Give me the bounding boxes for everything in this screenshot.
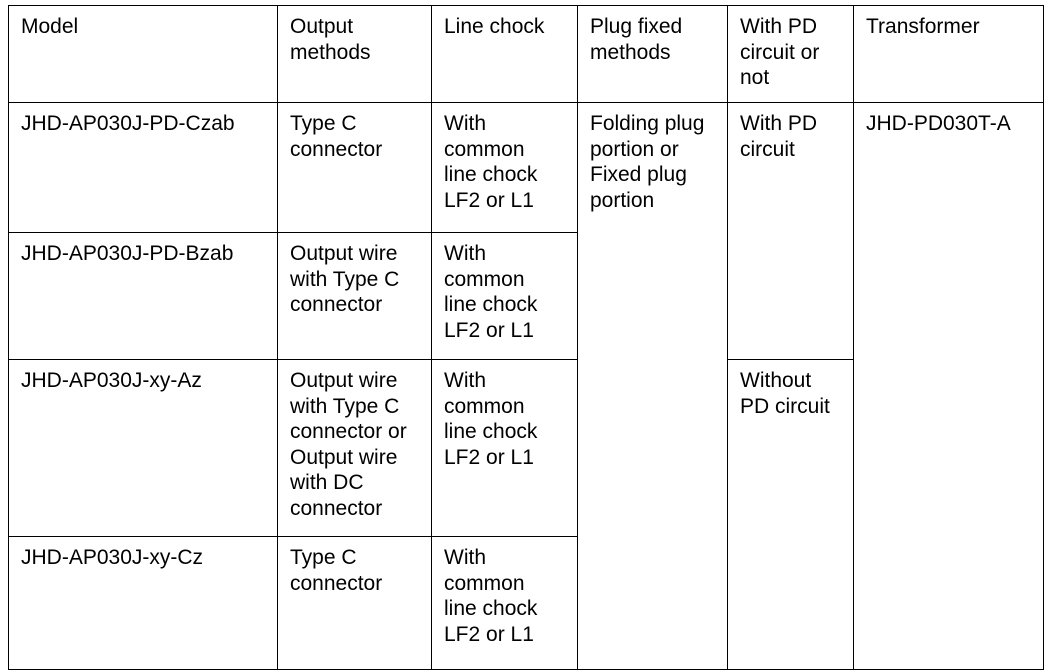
cell-model: JHD-AP030J-PD-Bzab: [8, 232, 278, 360]
column-header-line-chock: Line chock: [431, 5, 578, 103]
cell-line-chock: With common line chock LF2 or L1: [431, 359, 578, 537]
table-header-row: Model Output methods Line chock Plug fix…: [8, 5, 1044, 103]
column-header-output: Output methods: [277, 5, 432, 103]
cell-output: Type C connector: [277, 102, 432, 233]
table-row: JHD-AP030J-PD-Czab Type C connector With…: [8, 102, 1044, 670]
cell-line-chock: With common line chock LF2 or L1: [431, 232, 578, 360]
page-root: Model Output methods Line chock Plug fix…: [8, 5, 1044, 670]
product-spec-table: Model Output methods Line chock Plug fix…: [8, 5, 1044, 670]
cell-line-chock: With common line chock LF2 or L1: [431, 102, 578, 233]
column-header-model: Model: [8, 5, 278, 103]
cell-output: Type C connector: [277, 536, 432, 670]
table-row: JHD-AP030J-xy-Az Output wire with Type C…: [8, 359, 1044, 670]
cell-transformer: JHD-PD030T-A: [853, 102, 1044, 670]
cell-pd-circuit-without: Without PD circuit: [727, 359, 854, 670]
column-header-plug-fixed: Plug fixed methods: [577, 5, 728, 103]
cell-model: JHD-AP030J-xy-Cz: [8, 536, 278, 670]
column-header-transformer: Transformer: [853, 5, 1044, 103]
cell-output: Output wire with Type C connector or Out…: [277, 359, 432, 537]
cell-pd-circuit-with: With PD circuit: [727, 102, 854, 360]
cell-plug-fixed-methods: Folding plug portion or Fixed plug porti…: [577, 102, 728, 670]
cell-line-chock: With common line chock LF2 or L1: [431, 536, 578, 670]
column-header-pd-circuit: With PD circuit or not: [727, 5, 854, 103]
cell-model: JHD-AP030J-xy-Az: [8, 359, 278, 537]
cell-output: Output wire with Type C connector: [277, 232, 432, 360]
cell-model: JHD-AP030J-PD-Czab: [8, 102, 278, 233]
table-row: JHD-AP030J-PD-Bzab Output wire with Type…: [8, 232, 1044, 360]
